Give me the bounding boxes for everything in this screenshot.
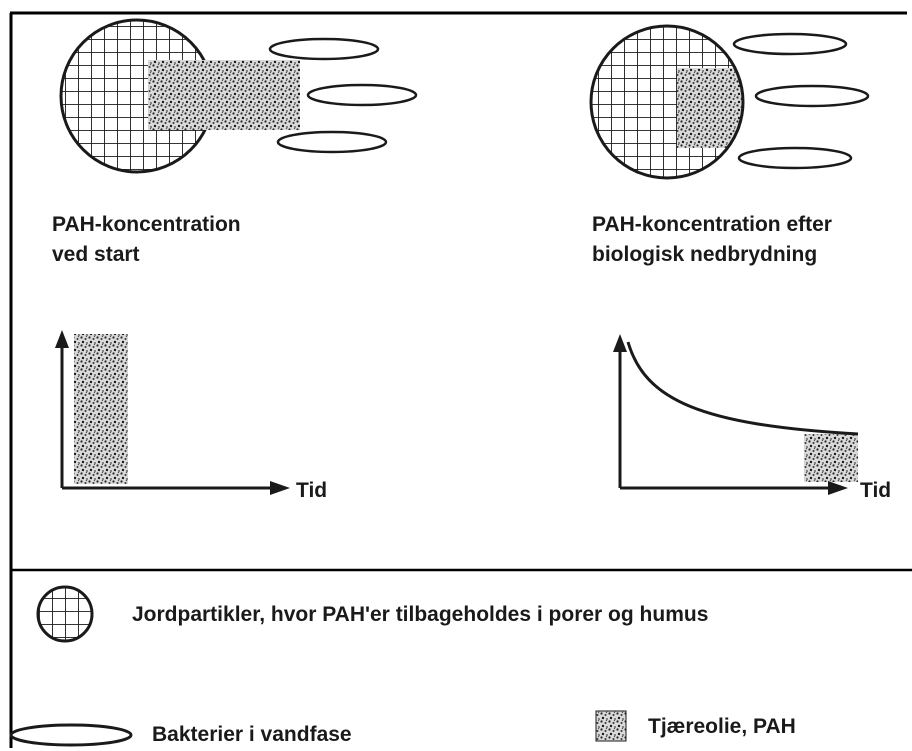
legend-bacteria-label: Bakterier i vandfase [152,720,352,750]
after-graph [613,334,858,495]
after-x-axis-label: Tid [860,476,891,506]
decay-curve [628,342,858,434]
after-caption-line1: PAH-koncentration efter [592,210,832,240]
after-caption-line2: biologisk nedbrydning [592,240,817,270]
x-axis-arrow-icon [270,481,290,495]
legend-soil-icon [38,587,92,641]
start-tar-oil-icon [148,60,300,130]
legend-tar-oil-icon [596,711,626,741]
legend-bacteria-icon [11,725,131,745]
legend-soil-label: Jordpartikler, hvor PAH'er tilbageholdes… [132,600,708,630]
x-axis-arrow-icon [828,481,848,495]
start-caption-line1: PAH-koncentration [52,210,241,240]
start-graph-bar [74,334,128,484]
after-graph-bar [804,434,858,482]
legend-tar-oil-label: Tjæreolie, PAH [648,712,796,742]
start-x-axis-label: Tid [296,476,327,506]
y-axis-arrow-icon [613,334,627,352]
start-caption-line2: ved start [52,240,140,270]
after-bacteria-icon [734,34,868,168]
start-graph [55,330,290,495]
y-axis-arrow-icon [55,330,69,348]
